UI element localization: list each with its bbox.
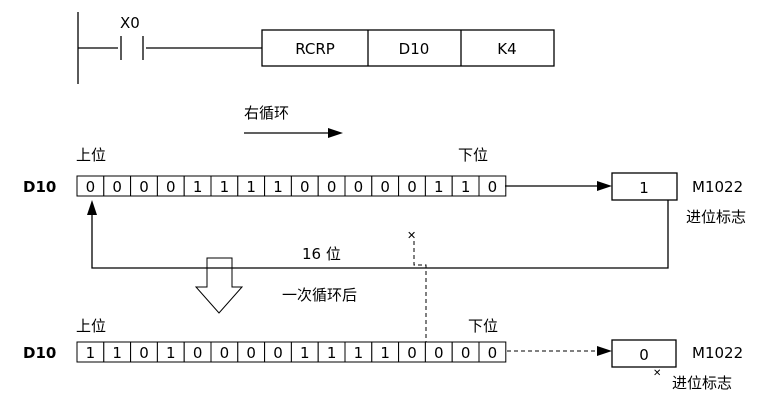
high-bit-label: 上位 (76, 317, 106, 335)
bit-value: 0 (488, 178, 498, 196)
bit-cell (478, 341, 507, 363)
bit-value: 0 (407, 344, 417, 362)
bit-value: 0 (220, 344, 230, 362)
bit-value: 0 (166, 178, 176, 196)
bit-value: 1 (434, 178, 444, 196)
bit-value: 0 (488, 344, 498, 362)
bit-value: 0 (139, 344, 149, 362)
carry-flag-box (611, 339, 677, 368)
contact-label: X0 (120, 14, 140, 32)
carry-flag-box (611, 172, 678, 201)
bit-value: 0 (300, 178, 310, 196)
bit-value: 1 (193, 178, 203, 196)
bit-value: 1 (380, 344, 390, 362)
shift-out-arrow-head (597, 181, 612, 191)
direction-arrow-head (328, 128, 343, 138)
instruction-operand-1: D10 (399, 40, 430, 58)
bit-value: 1 (354, 344, 364, 362)
bit-value: 1 (327, 344, 337, 362)
bit-value: 0 (354, 178, 364, 196)
bit-value: 1 (300, 344, 310, 362)
bit-value: 0 (246, 344, 256, 362)
carry-trace: ✕ (407, 229, 612, 356)
bit-value: 1 (86, 344, 96, 362)
bit-value: 0 (434, 344, 444, 362)
bit-value: 0 (112, 178, 122, 196)
transition-indicator: 一次循环后 (194, 257, 357, 314)
after-rotation-label: 一次循环后 (282, 286, 357, 304)
bit-value: 1 (166, 344, 176, 362)
low-bit-label: 下位 (458, 146, 488, 164)
high-bit-label: 上位 (76, 146, 106, 164)
direction-label: 右循环 (244, 104, 289, 122)
rotate-feedback-wire (91, 200, 669, 269)
register-name: D10 (23, 178, 56, 196)
bit-value: 1 (461, 178, 471, 196)
ladder-rung: X0 RCRP D10 K4 (77, 12, 555, 84)
instruction-box (261, 29, 555, 67)
carry-flag-value: 1 (639, 179, 649, 197)
instruction-operand-2: K4 (497, 40, 516, 58)
bit-value: 1 (220, 178, 230, 196)
bit-value: 1 (273, 178, 283, 196)
marker-icon: ✕ (653, 368, 661, 379)
bit-value: 0 (193, 344, 203, 362)
carry-flag-caption: 进位标志 (686, 208, 746, 226)
bit-value: 0 (407, 178, 417, 196)
direction-indicator: 右循环 (244, 104, 343, 138)
bit-value: 0 (139, 178, 149, 196)
carry-trace-dashed-wire (413, 241, 599, 352)
carry-trace-arrow-head (597, 346, 612, 356)
low-bit-label: 下位 (468, 317, 498, 335)
carry-flag-name: M1022 (692, 178, 743, 196)
bit-value: 0 (461, 344, 471, 362)
carry-flag-name: M1022 (692, 344, 743, 362)
bit-value: 0 (86, 178, 96, 196)
carry-flag-value: 0 (639, 346, 649, 364)
bit-value: 0 (380, 178, 390, 196)
bit-value: 0 (327, 178, 337, 196)
down-arrow-icon (194, 257, 244, 314)
bit-value: 0 (273, 344, 283, 362)
instruction-mnemonic: RCRP (295, 40, 335, 58)
carry-flag-caption: 进位标志 (672, 374, 732, 392)
register-name: D10 (23, 344, 56, 362)
bit-value: 1 (112, 344, 122, 362)
rotate-feedback-arrow-head (87, 200, 97, 215)
marker-icon: ✕ (407, 229, 416, 242)
bit-value: 1 (246, 178, 256, 196)
bit-width-label: 16 位 (302, 245, 341, 263)
